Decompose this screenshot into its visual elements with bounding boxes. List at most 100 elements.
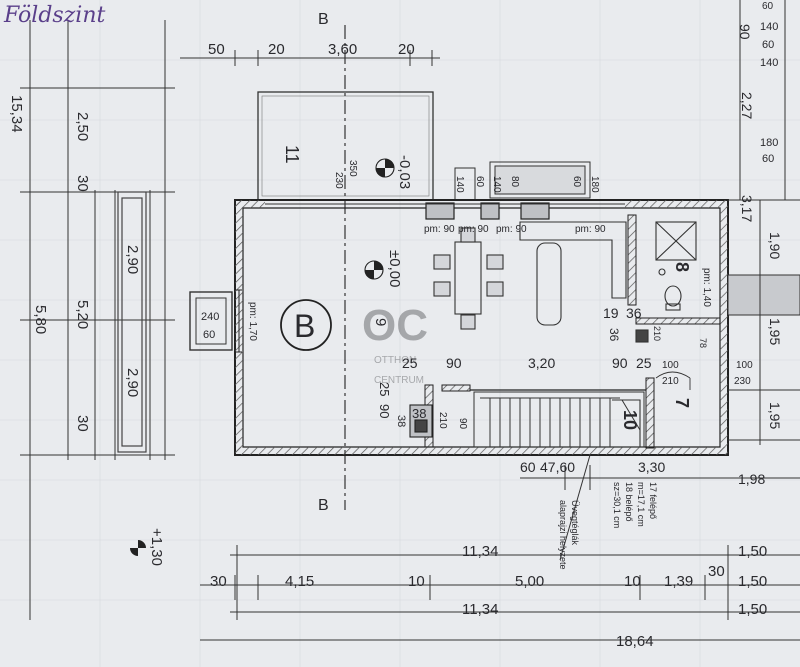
elevation-marker-terrace: [375, 158, 395, 178]
interior-dim: 3,20: [528, 355, 555, 371]
svg-text:CENTRUM: CENTRUM: [374, 375, 424, 386]
top-dim: 20: [398, 41, 415, 58]
bottom-dim: 4,15: [285, 573, 314, 590]
left-dim: 2,90: [124, 368, 141, 397]
interior-dim: 230: [734, 376, 751, 387]
interior-dim: 90: [612, 355, 628, 371]
window-dim: 240: [201, 311, 219, 323]
left-dim: 5,80: [32, 305, 49, 334]
bottom-dim: 18,64: [616, 633, 654, 650]
interior-dim: 36: [626, 305, 642, 321]
right-dim: 2,27: [739, 92, 755, 119]
section-mark-top: B: [318, 11, 329, 28]
left-dim: 2,90: [124, 245, 141, 274]
svg-text:m=17,1 cm: m=17,1 cm: [636, 482, 646, 527]
building-letter-b: B: [294, 308, 315, 344]
right-dim: 60: [762, 39, 774, 51]
parapet-dim: 60: [571, 176, 582, 188]
interior-dim: 38: [412, 406, 426, 421]
parapet-dim: 180: [589, 176, 600, 193]
svg-text:17 felépő: 17 felépő: [648, 482, 658, 519]
interior-dim: 100: [736, 360, 753, 371]
left-dim: 5,20: [74, 300, 91, 329]
bottom-dim: 10: [408, 573, 425, 590]
right-dim: 140: [760, 21, 778, 33]
interior-dim: 90: [457, 418, 468, 430]
room-number-8: 8: [672, 262, 692, 272]
interior-dim: 19: [603, 305, 619, 321]
interior-dim: 36: [607, 328, 621, 342]
svg-text:alaprajzi helyzete: alaprajzi helyzete: [558, 500, 568, 570]
bottom-dim: 30: [708, 563, 725, 580]
right-dim: 1,95: [767, 318, 783, 345]
room-number-7: 7: [672, 398, 692, 408]
interior-dim: 25: [636, 355, 652, 371]
left-window: [236, 289, 242, 353]
svg-text:Üvegtéglák: Üvegtéglák: [570, 500, 580, 546]
svg-text:OTTHON: OTTHON: [374, 355, 416, 366]
interior-dim: 38: [395, 415, 407, 427]
fireplace-boxes: [409, 404, 433, 438]
bottom-dim: 47,60: [540, 459, 575, 475]
right-dim: 1,95: [767, 402, 783, 429]
sill-label: pm: 1,40: [701, 268, 712, 307]
top-dim: 3,60: [328, 41, 357, 58]
interior-dim: 25: [377, 382, 392, 396]
interior-dim: 210: [437, 412, 448, 429]
kitchen-counters: [519, 221, 627, 326]
svg-text:OC: OC: [362, 301, 428, 350]
parapet-dim: 60: [474, 176, 485, 188]
top-dim: 50: [208, 41, 225, 58]
section-mark-bottom: B: [318, 497, 329, 514]
bottom-dim: 10: [624, 573, 641, 590]
top-dimension-line: [180, 50, 440, 66]
bottom-dim: 5,00: [515, 573, 544, 590]
bottom-dim: 1,50: [738, 601, 767, 618]
elevation-marker-outside: [130, 540, 146, 556]
elevation-marker-ground: [364, 260, 384, 280]
interior-dim: 90: [446, 355, 462, 371]
bottom-dim: 30: [210, 573, 227, 590]
right-dim: 180: [760, 137, 778, 149]
door-swing: [655, 371, 691, 390]
right-dim: 1,90: [767, 232, 783, 259]
sill-label: pm: 90: [496, 224, 527, 235]
otthon-centrum-logo: OC OTTHON CENTRUM: [362, 301, 428, 386]
parapet-dim: 140: [491, 176, 502, 193]
side-steps: [117, 191, 147, 453]
left-dim: 15,34: [8, 95, 25, 133]
window-dim: 60: [203, 329, 215, 341]
right-dim: 60: [762, 1, 774, 12]
dining-table: [433, 227, 504, 330]
sill-label: pm: 90: [458, 224, 489, 235]
sill-label: pm: 1,70: [247, 302, 258, 341]
interior-dim: 25: [402, 355, 418, 371]
bottom-dim: 1,98: [738, 471, 765, 487]
bottom-dim: 1,50: [738, 543, 767, 560]
top-dim: 20: [268, 41, 285, 58]
interior-dim: 100: [662, 360, 679, 371]
room-number-9: 9: [372, 318, 389, 326]
parapet-dim: 140: [454, 176, 465, 193]
stair-note: 17 felépő m=17,1 cm 18 belépő sz=30,1 cm: [612, 482, 658, 528]
right-dim: 90: [737, 24, 753, 40]
glass-block-note: Üvegtéglák alaprajzi helyzete: [558, 500, 580, 570]
left-dim: 2,50: [74, 112, 91, 141]
svg-text:18 belépő: 18 belépő: [624, 482, 634, 522]
bottom-dim: 1,39: [664, 573, 693, 590]
interior-dim: 210: [652, 326, 662, 341]
sill-label: pm: 90: [424, 224, 455, 235]
handwritten-title: Földszint: [3, 3, 106, 28]
right-dim: 60: [762, 153, 774, 165]
room-number-10: 10: [620, 410, 640, 430]
side-window-box: [189, 291, 233, 351]
staircase: [473, 391, 645, 448]
left-dimension-lines: [20, 20, 175, 620]
sill-label: pm: 90: [575, 224, 606, 235]
building-b-circle: [280, 299, 332, 351]
window-pillars: [425, 202, 550, 220]
svg-text:sz=30,1 cm: sz=30,1 cm: [612, 482, 622, 528]
bottom-dim: 1,50: [738, 573, 767, 590]
left-dim: 30: [74, 175, 91, 192]
